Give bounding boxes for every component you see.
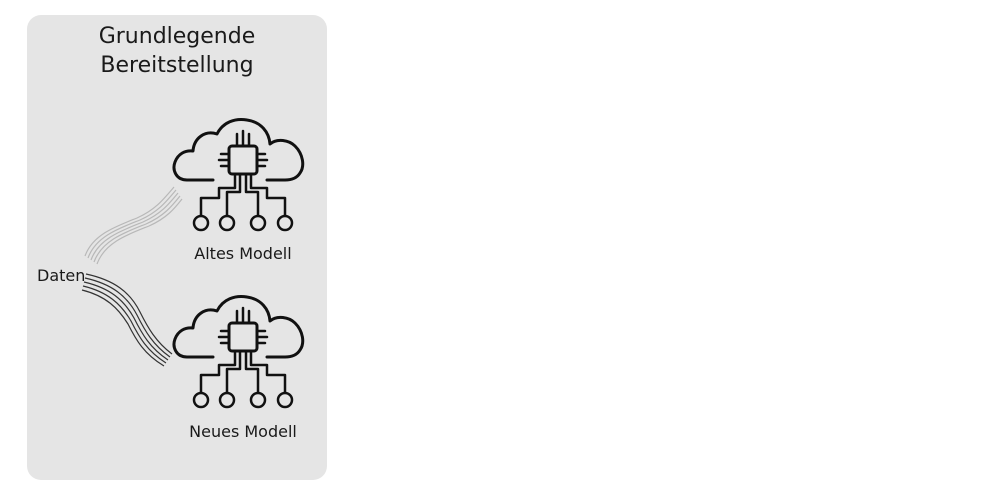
- new-model-label: Neues Modell: [189, 422, 297, 441]
- active-data-stream: [81, 273, 173, 367]
- data-label: Daten: [37, 266, 86, 285]
- deployment-panel: [27, 15, 327, 480]
- diagram-title: Grundlegende Bereitstellung: [27, 22, 327, 80]
- title-line-2: Bereitstellung: [100, 53, 254, 78]
- old-model-label: Altes Modell: [194, 244, 292, 263]
- new-model-cloud-icon: [172, 295, 305, 409]
- faded-data-stream: [84, 186, 183, 265]
- title-line-1: Grundlegende: [98, 24, 256, 49]
- old-model-cloud-icon: [172, 118, 305, 232]
